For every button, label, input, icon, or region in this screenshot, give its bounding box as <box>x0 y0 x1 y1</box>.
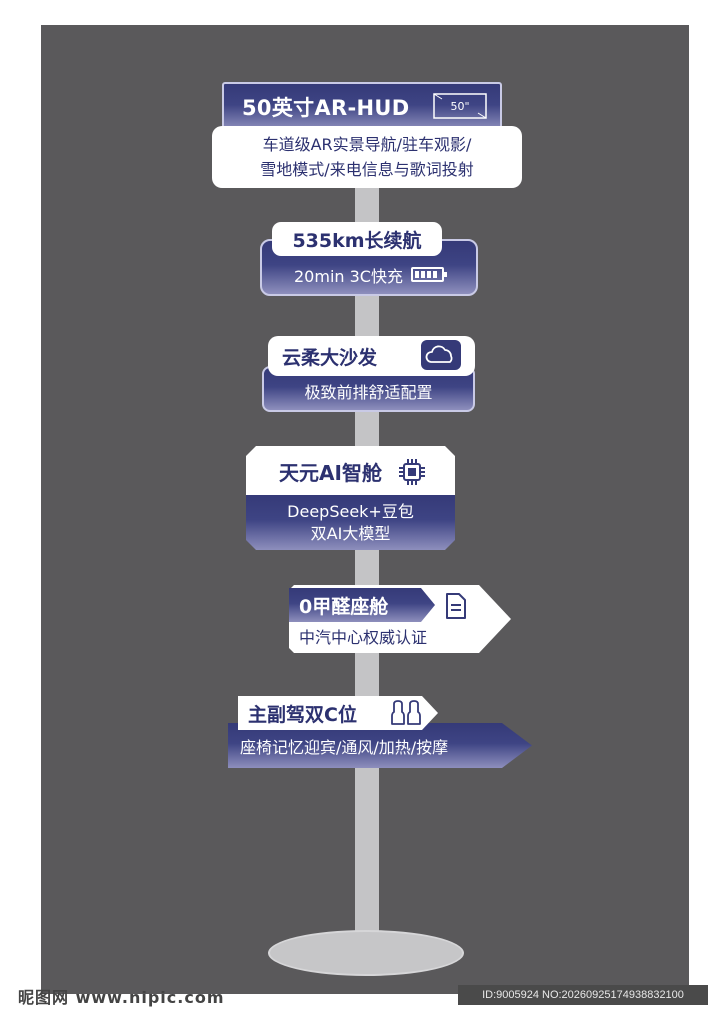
range-title-plate: 535km长续航 <box>272 222 442 256</box>
watermark-site: 昵图网 www.nipic.com <box>18 988 225 1007</box>
sofa-title: 云柔大沙发 <box>282 346 378 369</box>
formaldehyde-title-plate: 0甲醛座舱 <box>289 588 435 622</box>
seats-icon <box>391 700 421 725</box>
ar-hud-description: 车道级AR实景导航/驻车观影/ 雪地模式/来电信息与歌词投射 <box>212 126 522 188</box>
ai-sub-plate: DeepSeek+豆包 双AI大模型 <box>246 495 455 550</box>
screen-icon: 50" <box>433 93 487 119</box>
battery-icon <box>410 267 447 282</box>
range-title: 535km长续航 <box>292 229 422 252</box>
seats-sub: 座椅记忆迎宾/通风/加热/按摩 <box>240 737 449 757</box>
seats-sub-plate: 座椅记忆迎宾/通风/加热/按摩 <box>228 723 532 768</box>
ai-line-2: 双AI大模型 <box>310 523 391 543</box>
ai-title-plate: 天元AI智舱 <box>246 446 455 496</box>
range-sub: 20min 3C快充 <box>294 266 403 286</box>
ai-title: 天元AI智舱 <box>279 460 382 485</box>
formaldehyde-title: 0甲醛座舱 <box>299 595 389 618</box>
seats-title: 主副驾双C位 <box>248 703 357 726</box>
ar-hud-line-1: 车道级AR实景导航/驻车观影/ <box>262 135 472 154</box>
watermark-id: ID:9005924 NO:20260925174938832100 <box>458 985 708 1005</box>
cloud-icon <box>421 340 461 370</box>
sofa-sub: 极致前排舒适配置 <box>304 383 433 402</box>
ar-hud-line-2: 雪地模式/来电信息与歌词投射 <box>260 160 474 179</box>
document-icon <box>446 593 466 619</box>
signpost-base <box>268 930 464 976</box>
ar-hud-title: 50英寸AR-HUD <box>242 96 410 120</box>
formaldehyde-sub: 中汽中心权威认证 <box>299 628 428 647</box>
screen-icon-label: 50" <box>450 100 469 113</box>
chip-icon <box>399 459 425 485</box>
ai-line-1: DeepSeek+豆包 <box>287 501 414 521</box>
